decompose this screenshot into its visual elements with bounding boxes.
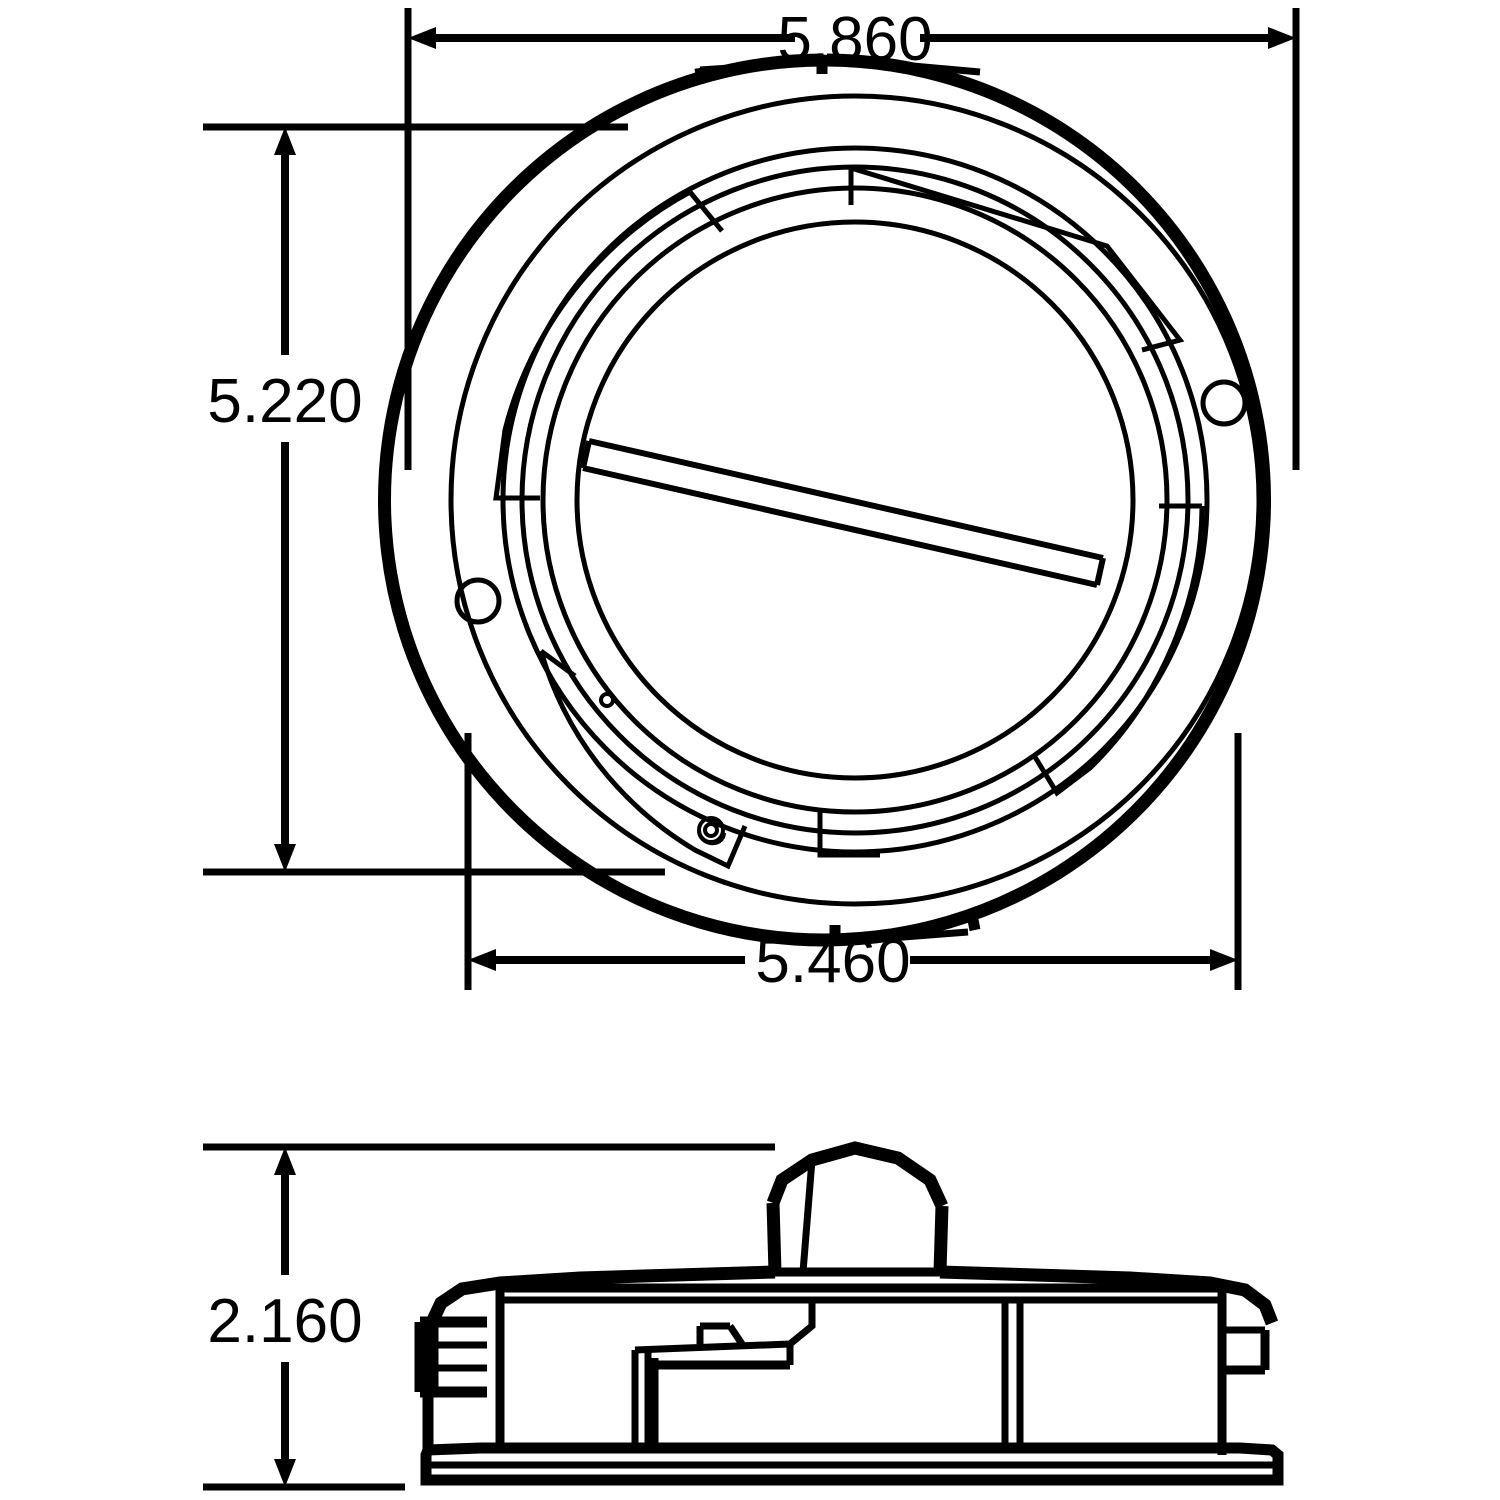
side-height-dimension (203, 1143, 775, 1491)
arrow-bottom-left (274, 844, 296, 872)
detail-boss-bottom (697, 816, 726, 846)
arrow-bottom-side (274, 1459, 296, 1487)
arrow-top-side (274, 1147, 296, 1175)
locking-tab-upper-left (493, 189, 724, 501)
arrow-right-top (1268, 27, 1296, 49)
bottom-width-dimension (464, 733, 1242, 990)
locking-tab-mid-right (1032, 503, 1205, 797)
body-box (495, 1283, 1270, 1455)
arrow-right-bottom (1210, 949, 1238, 971)
internal-divider (1001, 1300, 1024, 1453)
mounting-hole-right (1200, 379, 1248, 427)
internal-latch-detail (631, 1300, 816, 1453)
top-shell (427, 1265, 1279, 1326)
base-plate (420, 1442, 1284, 1486)
diagonal-slot-bar (580, 438, 1106, 588)
left-height-dimension-label: 5.220 (207, 367, 362, 436)
left-flange (414, 1316, 487, 1450)
bottom-notch-detail (837, 928, 969, 946)
bottom-width-dimension-label: 5.460 (755, 927, 910, 996)
inner-aperture-ring (574, 219, 1136, 781)
detail-boss-small (599, 692, 615, 708)
locking-tab-lower-left (538, 648, 748, 870)
center-knob (766, 1141, 949, 1277)
top-width-dimension (404, 8, 1300, 470)
locking-tab-lower-right (817, 810, 880, 858)
locking-tab-upper-right (848, 165, 1185, 353)
arrow-top-left (274, 127, 296, 155)
top-width-dimension-label: 5.860 (777, 5, 932, 74)
left-height-dimension (203, 123, 665, 876)
side-height-dimension-label: 2.160 (207, 1287, 362, 1356)
side-view-group (414, 1141, 1284, 1486)
top-view-group (378, 53, 1271, 947)
top-notch-detail (699, 54, 981, 76)
mounting-hole-left (454, 577, 502, 625)
arrow-left-top (408, 27, 436, 49)
arrow-left-bottom (468, 949, 496, 971)
